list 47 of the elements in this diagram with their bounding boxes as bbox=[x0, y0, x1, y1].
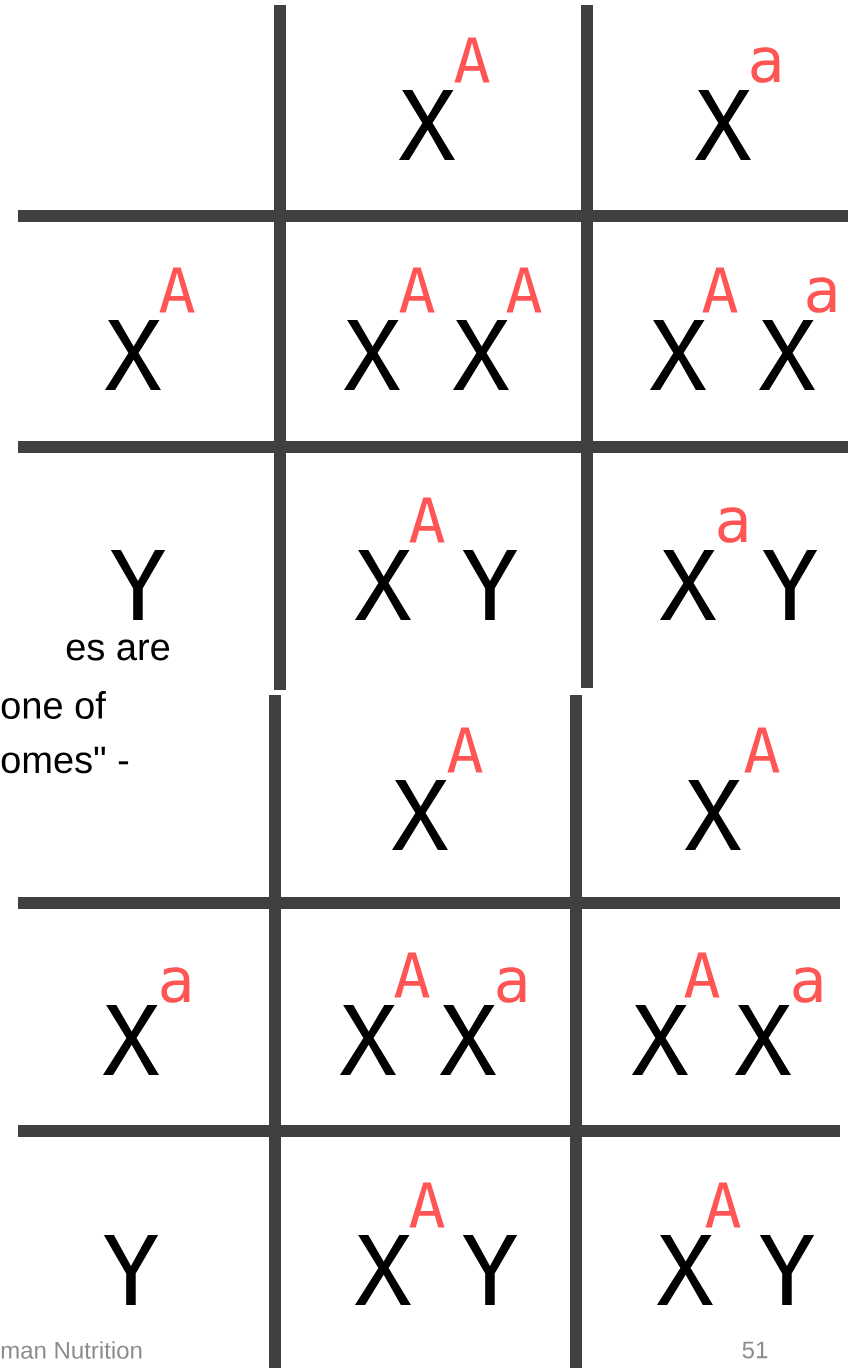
chromosome-letter: X bbox=[104, 320, 161, 390]
chromosome-letter: X bbox=[758, 320, 815, 390]
chromosome-letter: Y bbox=[103, 1235, 159, 1305]
chromosome-letter: X bbox=[659, 550, 716, 620]
chromosome-letter: X bbox=[398, 90, 455, 160]
chromosome-letter: X bbox=[631, 1005, 688, 1075]
chromosome-letter: X bbox=[102, 1005, 159, 1075]
slide-text: one of bbox=[1, 691, 106, 719]
allele-letter: A bbox=[705, 1182, 741, 1228]
allele-letter: A bbox=[447, 727, 483, 773]
allele-letter: a bbox=[807, 277, 836, 313]
allele-letter: A bbox=[506, 267, 542, 313]
chromosome-letter: Y bbox=[462, 550, 518, 620]
chromosome-letter: X bbox=[343, 320, 400, 390]
chromosome-letter: X bbox=[354, 550, 411, 620]
slide-text: omes" - bbox=[1, 746, 129, 774]
chromosome-letter: X bbox=[339, 1005, 396, 1075]
chromosome-letter: Y bbox=[759, 1235, 815, 1305]
footer-text: man Nutrition bbox=[1, 1341, 142, 1359]
allele-letter: A bbox=[409, 497, 445, 543]
chromosome-letter: X bbox=[354, 1235, 411, 1305]
chromosome-letter: X bbox=[391, 780, 448, 850]
allele-letter: A bbox=[684, 952, 720, 998]
chromosome-letter: X bbox=[439, 1005, 496, 1075]
allele-letter: A bbox=[702, 267, 738, 313]
chromosome-letter: Y bbox=[462, 1235, 518, 1305]
allele-letter: a bbox=[793, 967, 822, 1003]
allele-letter: A bbox=[399, 267, 435, 313]
chromosome-letter: X bbox=[649, 320, 706, 390]
allele-letter: A bbox=[454, 37, 490, 83]
chromosome-letter: X bbox=[452, 320, 509, 390]
allele-letter: a bbox=[718, 507, 747, 543]
chromosome-letter: X bbox=[694, 90, 751, 160]
chromosome-letter: Y bbox=[762, 550, 818, 620]
page-number: 51 bbox=[742, 1341, 768, 1359]
allele-letter: A bbox=[744, 727, 780, 773]
chromosome-letter: X bbox=[734, 1005, 791, 1075]
allele-letter: a bbox=[751, 47, 780, 83]
allele-letter: a bbox=[497, 967, 526, 1003]
chromosome-letter: X bbox=[656, 1235, 713, 1305]
chromosome-letter: X bbox=[684, 780, 741, 850]
slide-text: es are bbox=[66, 639, 170, 661]
allele-letter: A bbox=[409, 1182, 445, 1228]
allele-letter: A bbox=[394, 952, 430, 998]
allele-letter: a bbox=[161, 967, 190, 1003]
allele-letter: A bbox=[159, 267, 195, 313]
chromosome-letter: Y bbox=[110, 550, 166, 620]
